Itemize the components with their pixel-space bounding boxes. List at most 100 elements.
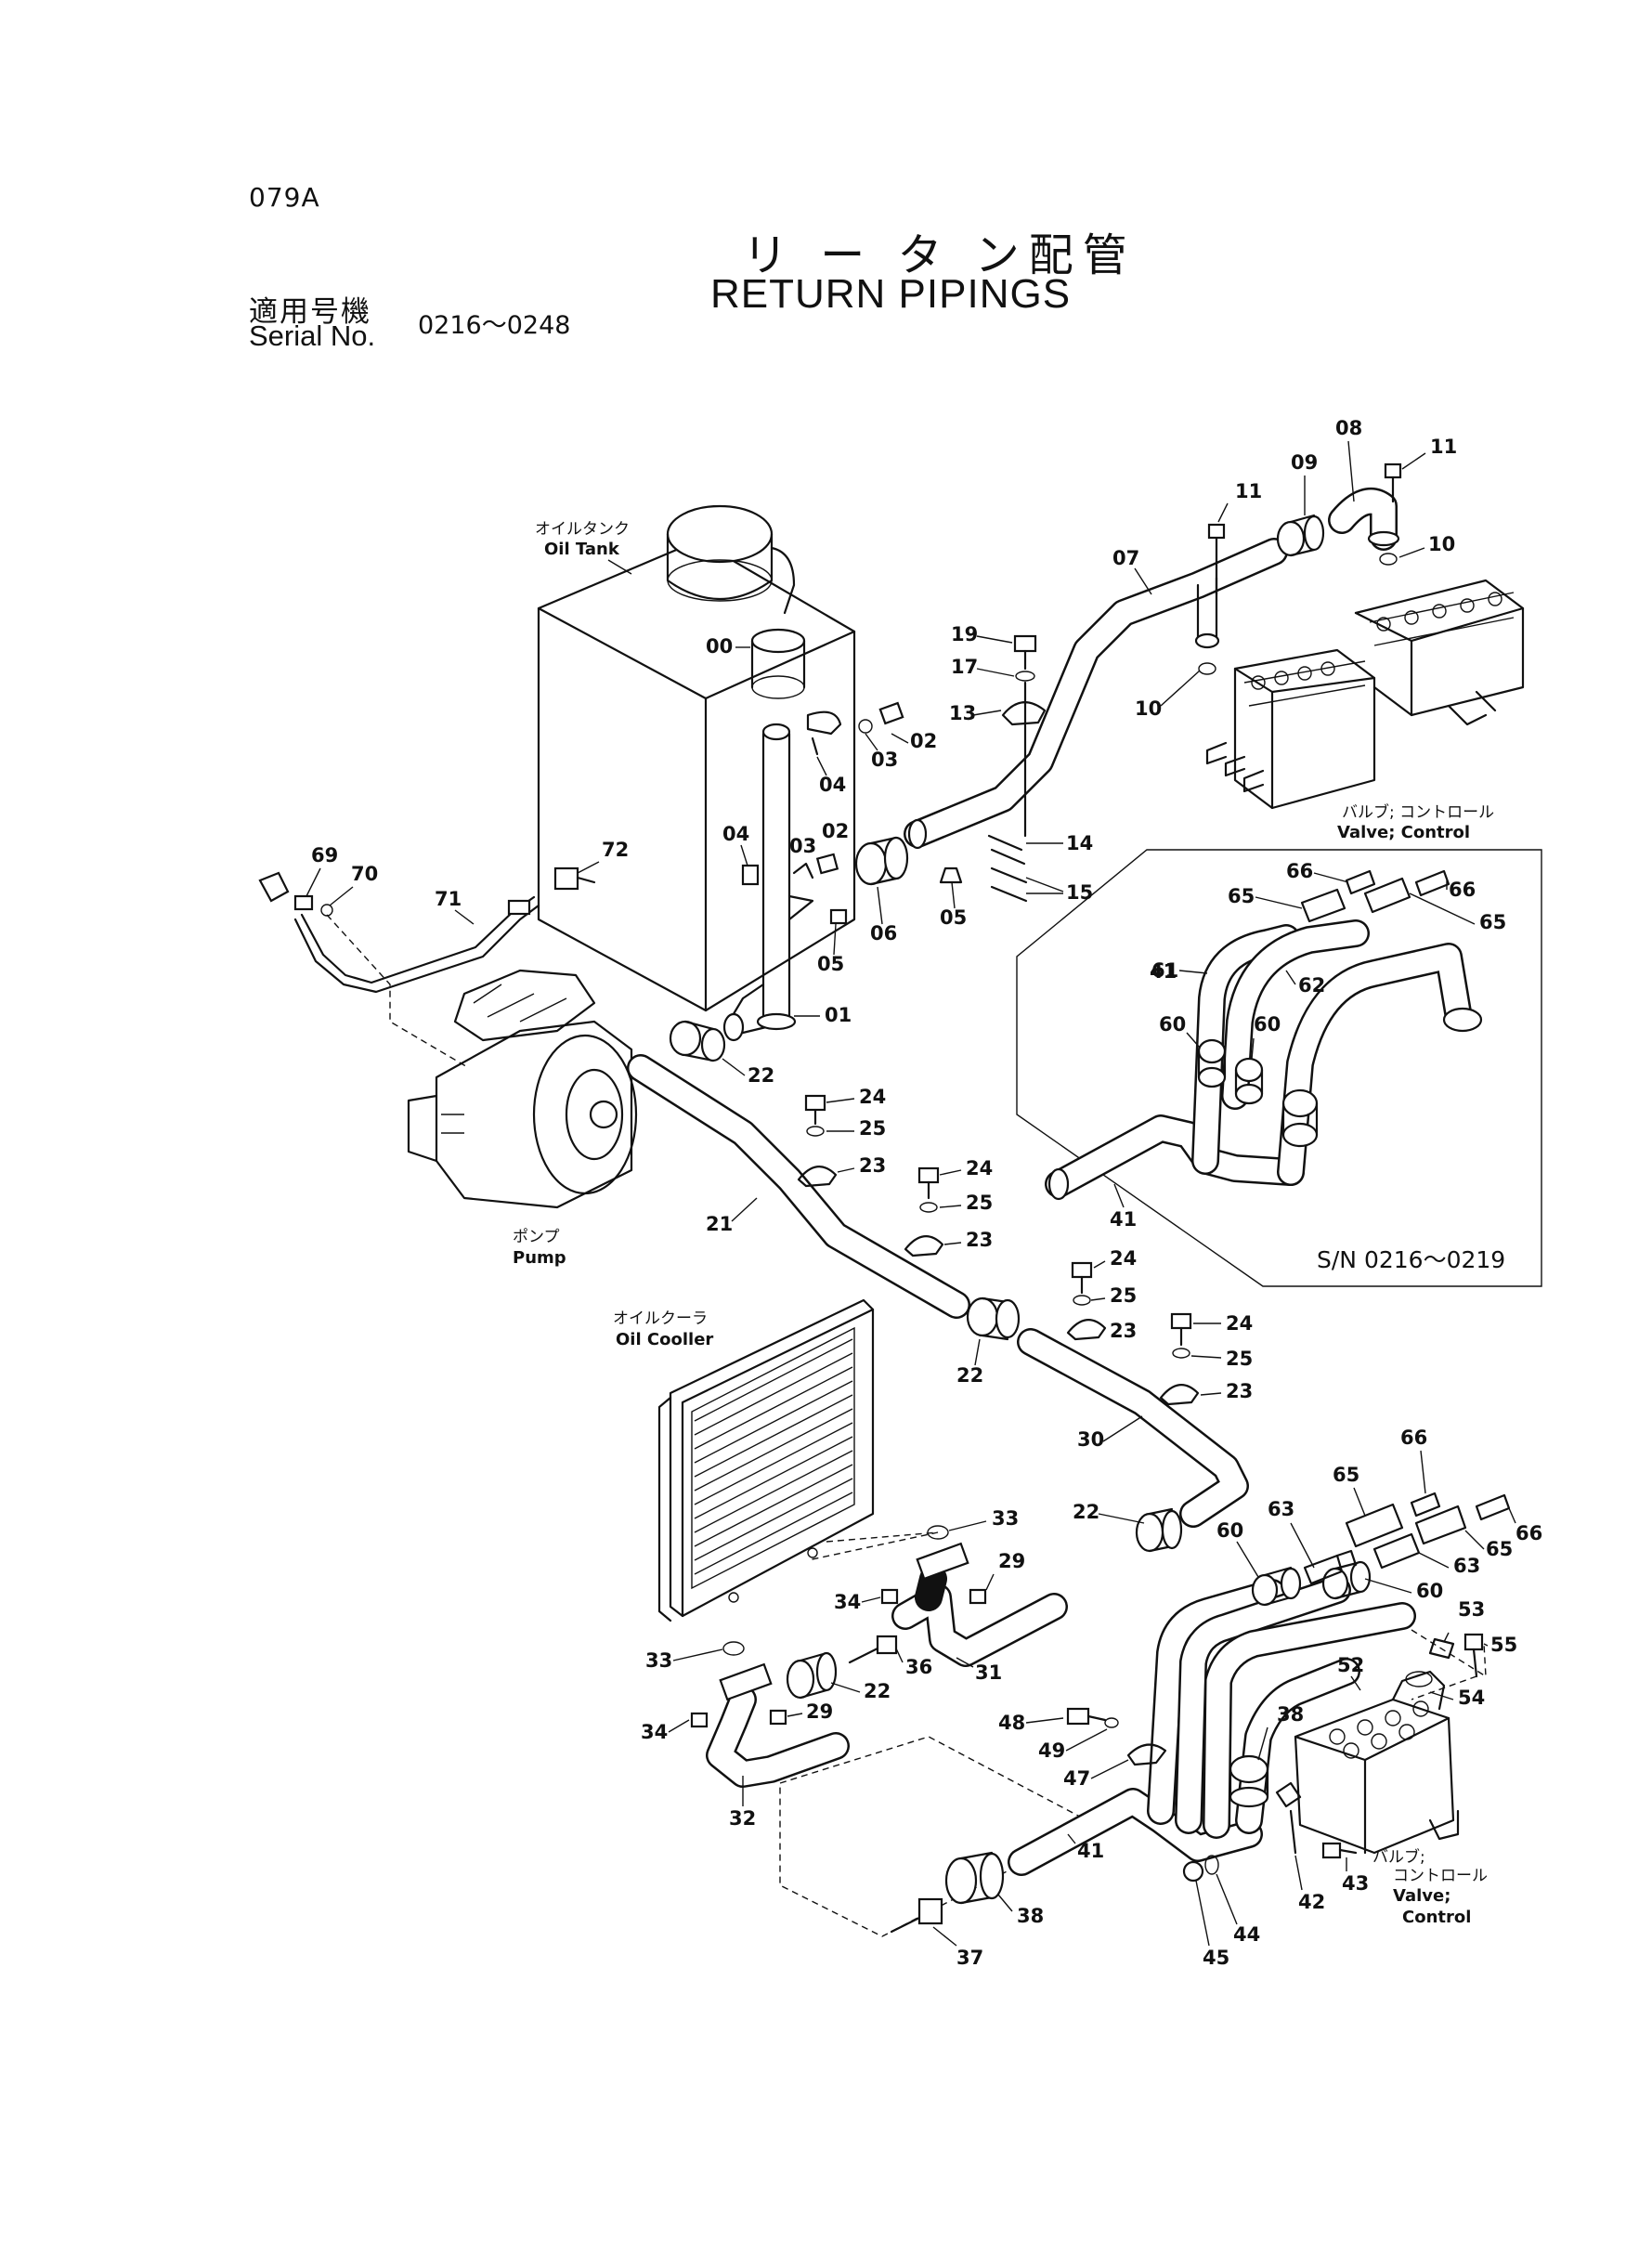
part-callout-60: 60 — [1159, 1013, 1186, 1036]
part-callout-53: 53 — [1458, 1598, 1485, 1621]
serial-range: 0216～0248 — [418, 311, 571, 340]
part-callout-24: 24 — [966, 1157, 993, 1179]
part-callout-29: 29 — [806, 1700, 833, 1723]
part-callout-33: 33 — [645, 1649, 672, 1672]
part-callout-07: 07 — [1112, 547, 1139, 569]
part-callout-21: 21 — [706, 1213, 733, 1235]
inset-serial: S/N 0216～0219 — [1317, 1246, 1505, 1273]
part-callout-10: 10 — [1428, 533, 1455, 555]
part-callout-70: 70 — [351, 863, 378, 885]
part-callout-61: 61 — [1151, 959, 1178, 982]
pump-label-en: Pump — [513, 1248, 566, 1268]
part-callout-02: 02 — [822, 820, 849, 842]
oil-cooler-label-en: Oil Cooller — [616, 1330, 713, 1349]
part-callout-60: 60 — [1216, 1519, 1243, 1542]
part-callout-00: 00 — [706, 635, 733, 658]
part-callout-23: 23 — [1110, 1320, 1137, 1342]
part-callout-23: 23 — [859, 1154, 886, 1177]
part-callout-66: 66 — [1449, 879, 1476, 901]
part-callout-24: 24 — [859, 1086, 886, 1108]
part-callout-41: 41 — [1150, 960, 1177, 983]
part-callout-09: 09 — [1291, 451, 1318, 474]
clamp-set-2 — [904, 1166, 944, 1257]
part-callout-42: 42 — [1298, 1891, 1325, 1913]
part-callout-22: 22 — [956, 1364, 983, 1387]
callouts: 00 01 02 03 04 02 03 04 05 06 05 07 08 0… — [306, 417, 1542, 1969]
part-callout-41: 41 — [1077, 1840, 1104, 1862]
part-callout-03: 03 — [871, 749, 898, 771]
part-callout-22: 22 — [864, 1680, 891, 1702]
part-callout-23: 23 — [966, 1229, 993, 1251]
part-callout-24: 24 — [1226, 1312, 1253, 1335]
part-callout-65: 65 — [1486, 1538, 1513, 1560]
part-callout-60: 60 — [1416, 1580, 1443, 1602]
part-callout-65: 65 — [1228, 885, 1255, 907]
part-callout-37: 37 — [956, 1947, 983, 1969]
part-callout-24: 24 — [1110, 1247, 1137, 1270]
part-callout-48: 48 — [998, 1712, 1025, 1734]
valve-control2-label-en1: Valve; — [1393, 1886, 1450, 1906]
part-callout-45: 45 — [1203, 1947, 1229, 1969]
part-callout-63: 63 — [1453, 1555, 1480, 1577]
title-english: RETURN PIPINGS — [710, 271, 1072, 317]
inset-pipes — [1045, 869, 1483, 1201]
part-callout-29: 29 — [998, 1550, 1025, 1572]
pump — [407, 969, 638, 1209]
oil-tank-label-jp: オイルタンク — [535, 520, 630, 539]
part-callout-34: 34 — [641, 1721, 668, 1743]
part-callout-02: 02 — [910, 730, 937, 752]
part-callout-14: 14 — [1066, 832, 1093, 854]
valve-control2-label-en2: Control — [1402, 1908, 1471, 1927]
part-callout-22: 22 — [1073, 1501, 1099, 1523]
part-callout-32: 32 — [729, 1807, 756, 1830]
part-callout-66: 66 — [1515, 1522, 1542, 1544]
part-callout-23: 23 — [1226, 1380, 1253, 1402]
part-callout-31: 31 — [975, 1661, 1002, 1684]
part-callout-66: 66 — [1400, 1427, 1427, 1449]
part-callout-71: 71 — [435, 888, 462, 910]
part-callout-54: 54 — [1458, 1687, 1485, 1709]
part-callout-52: 52 — [1337, 1654, 1364, 1676]
part-callout-05: 05 — [817, 953, 844, 975]
part-callout-25: 25 — [966, 1192, 993, 1214]
part-callout-25: 25 — [1110, 1284, 1137, 1307]
oil-tank-label-en: Oil Tank — [544, 540, 620, 559]
clamp-set-3 — [1066, 1261, 1107, 1341]
part-callout-33: 33 — [992, 1507, 1019, 1530]
valve-control-label-jp: バルブ; コントロール — [1342, 802, 1494, 822]
part-callout-06: 06 — [870, 922, 897, 945]
part-callout-69: 69 — [311, 844, 338, 866]
page-id: 079A — [249, 182, 320, 213]
part-callout-55: 55 — [1490, 1634, 1517, 1656]
part-callout-13: 13 — [949, 702, 976, 724]
part-callout-65: 65 — [1333, 1464, 1359, 1486]
part-callout-66: 66 — [1286, 860, 1313, 882]
control-valve-top — [1205, 579, 1525, 810]
oil-tank — [537, 504, 856, 1012]
part-callout-44: 44 — [1233, 1923, 1260, 1946]
part-callout-36: 36 — [905, 1656, 932, 1678]
part-callout-41: 41 — [1110, 1208, 1137, 1231]
valve-control-label-en: Valve; Control — [1337, 823, 1470, 842]
clamp-set-1 — [797, 1094, 838, 1188]
pump-label-jp: ポンプ — [513, 1228, 560, 1246]
title-japanese: リ ー タ ン配管 — [743, 229, 1137, 281]
part-callout-65: 65 — [1479, 911, 1506, 933]
part-callout-38: 38 — [1277, 1703, 1304, 1726]
part-callout-34: 34 — [834, 1591, 861, 1613]
part-callout-38: 38 — [1017, 1905, 1044, 1927]
part-callout-47: 47 — [1063, 1767, 1090, 1790]
part-callout-49: 49 — [1038, 1739, 1065, 1762]
return-pipe-01 — [722, 723, 797, 1042]
hose-22-top — [669, 1020, 726, 1062]
part-callout-04: 04 — [722, 823, 749, 845]
part-callout-72: 72 — [602, 839, 629, 861]
serial-label-japanese: 適用号機 — [249, 295, 371, 329]
part-callout-10: 10 — [1135, 697, 1162, 720]
part-callout-11: 11 — [1430, 436, 1457, 458]
part-callout-60: 60 — [1254, 1013, 1281, 1036]
part-callout-05: 05 — [940, 906, 967, 929]
part-callout-08: 08 — [1335, 417, 1362, 439]
part-callout-30: 30 — [1077, 1428, 1104, 1451]
